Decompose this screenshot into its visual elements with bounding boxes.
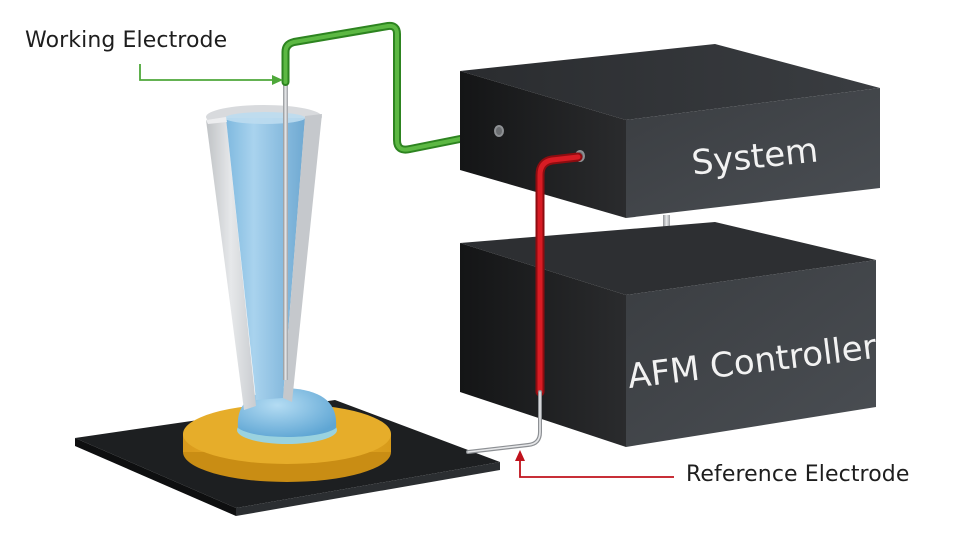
reference-electrode-arrow xyxy=(515,450,674,478)
liquid-droplet xyxy=(237,388,337,444)
afm-controller-box: AFM Controller xyxy=(460,222,879,447)
working-electrode xyxy=(283,80,288,380)
working-electrode-wire xyxy=(281,21,499,154)
reference-electrode-label: Reference Electrode xyxy=(686,462,910,487)
reference-electrode-wire xyxy=(535,152,583,397)
working-electrode-arrow xyxy=(139,64,283,85)
reference-electrode xyxy=(466,390,542,454)
working-electrode-label: Working Electrode xyxy=(25,28,228,53)
system-box: System xyxy=(460,44,880,218)
pipette-cell xyxy=(206,105,322,410)
